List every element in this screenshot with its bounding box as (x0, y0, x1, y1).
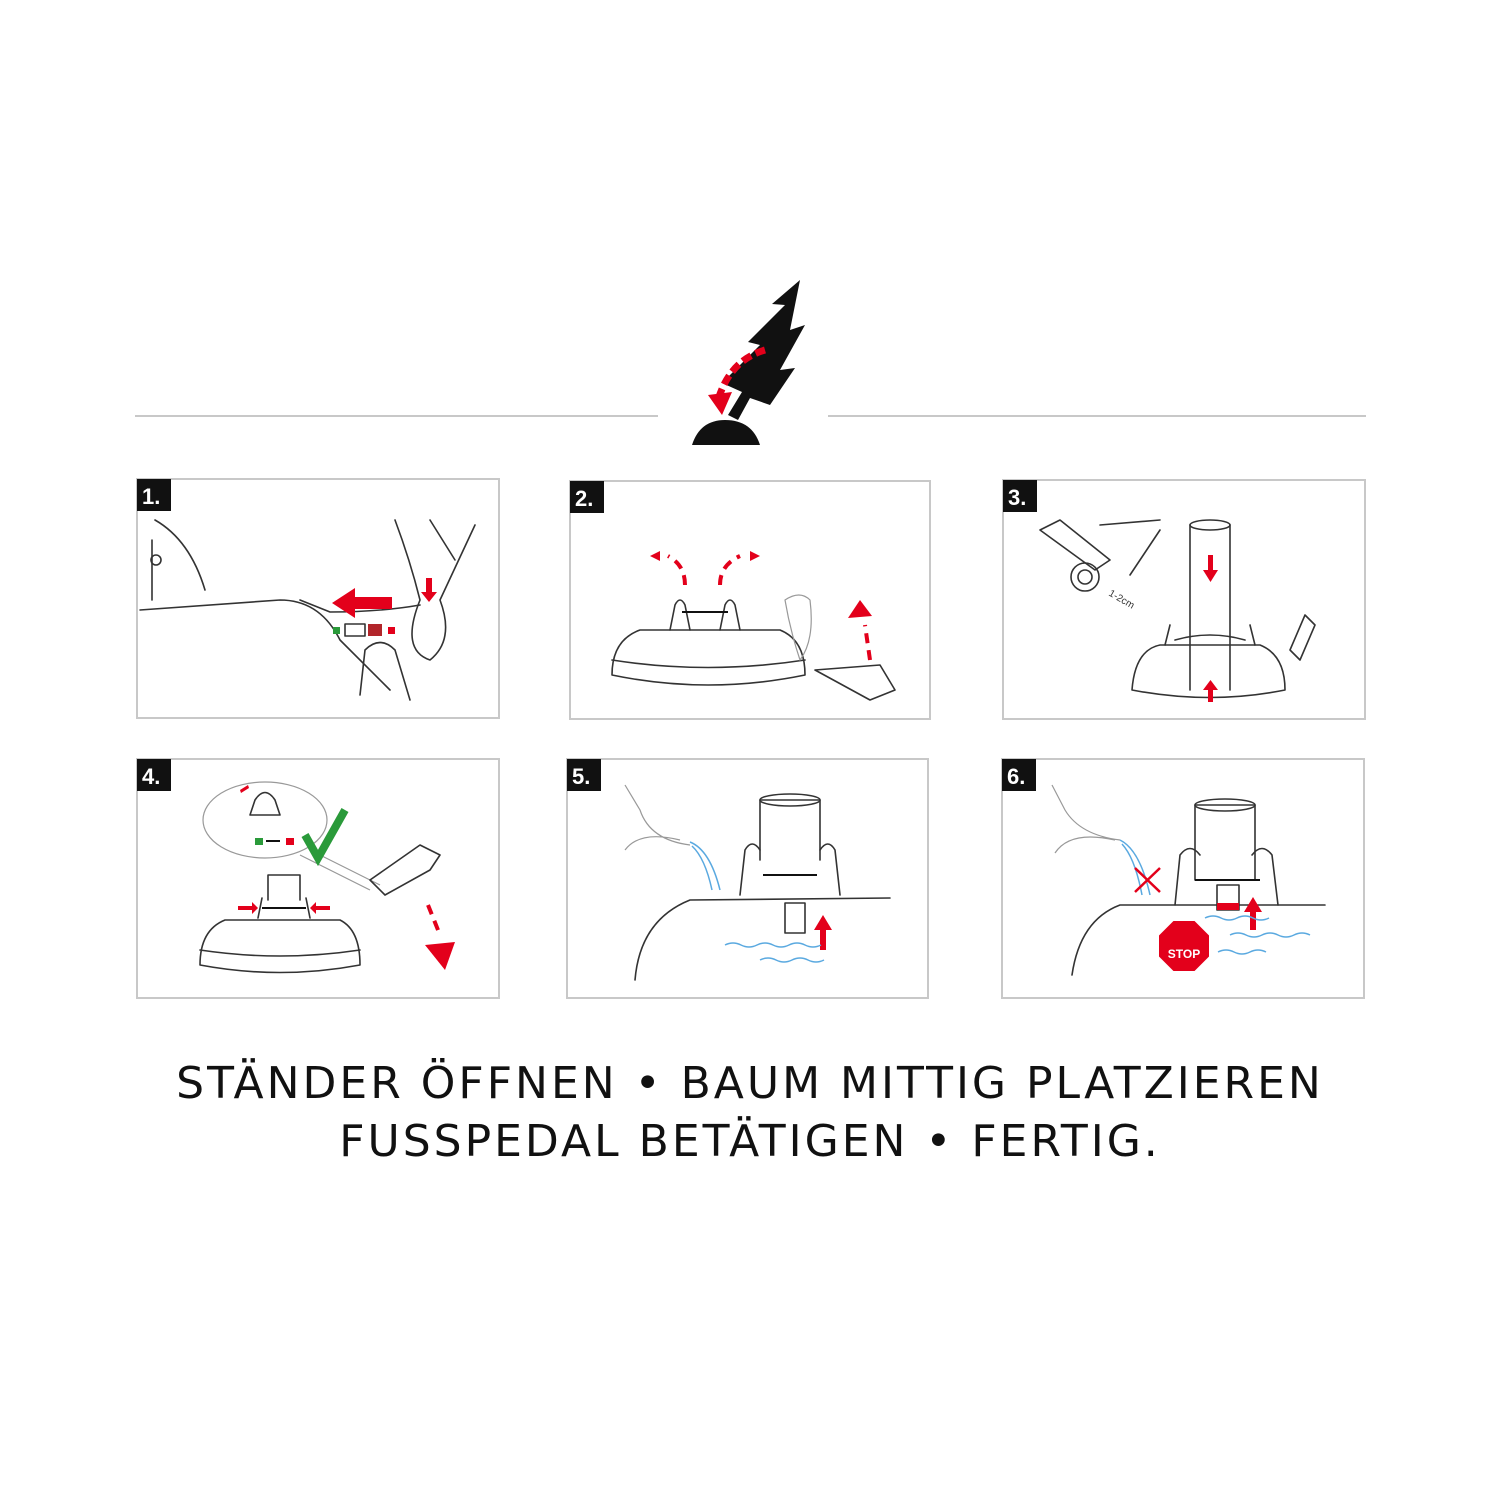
watering-can-icon (624, 784, 691, 851)
arrow-up-icon (1244, 897, 1262, 930)
step-number: 4. (142, 764, 160, 789)
step-number: 3. (1008, 485, 1026, 510)
watering-can-icon (1051, 784, 1121, 854)
foot-outline (369, 844, 441, 896)
step-number: 1. (142, 484, 160, 509)
tree-trunk-outline (1189, 524, 1231, 691)
clamp-jaws-outline (669, 599, 741, 631)
trunk-and-clamp-outline (257, 874, 311, 919)
arrow-left-icon (332, 588, 392, 618)
step-number-badge (570, 481, 604, 513)
arrow-up-icon (1203, 680, 1218, 702)
stand-base-shape (692, 420, 760, 445)
trunk-slice-icon (1070, 562, 1100, 592)
saw-icon (1039, 519, 1161, 576)
trunk-top-outline (1189, 519, 1231, 531)
step-2-panel: 2. (569, 480, 931, 720)
checkmark-icon (301, 808, 349, 867)
panel-frame (569, 480, 931, 720)
step-number-badge (137, 759, 171, 791)
cross-icon (1134, 867, 1161, 893)
water-stream (1119, 839, 1151, 896)
locked-icon (286, 838, 294, 845)
step-3-panel: 3. 1-2cm (1002, 479, 1366, 720)
step-number-badge (1003, 480, 1037, 512)
stand-base-outline (634, 897, 891, 981)
stand-base-outline (611, 629, 806, 686)
arrow-down-dashed-shaft (426, 904, 442, 936)
step-number: 5. (572, 764, 590, 789)
panel-frame (1002, 479, 1366, 720)
stand-base-outline (199, 919, 361, 974)
clamp-outline (1174, 847, 1279, 906)
thumb-outline (359, 641, 411, 701)
locked-icon (388, 627, 395, 634)
arrow-up-icon (814, 915, 832, 950)
step-number: 2. (575, 486, 593, 511)
step-6-panel: 6. STOP (1001, 758, 1365, 999)
water-waves (724, 942, 825, 963)
pedal-lever-ghost (784, 594, 812, 662)
clamp-outline (739, 843, 841, 896)
foot-pedal-outline (814, 664, 896, 701)
hand-outline (394, 519, 476, 661)
sound-mark-icon (240, 785, 249, 793)
stop-sign-octagon (1157, 919, 1211, 973)
tree-trunk-outline (759, 799, 821, 861)
trunk-top-outline (1194, 798, 1256, 812)
arrow-down-icon (421, 578, 437, 602)
detail-callout-bubble (202, 781, 328, 859)
screw-icon (150, 554, 162, 566)
bell-icon (249, 791, 281, 816)
water-stream (689, 841, 721, 891)
step-1-panel: 1. (136, 478, 500, 719)
float-full-marker (1217, 903, 1239, 910)
lock-slider-track (344, 623, 366, 637)
panel-frame (136, 478, 500, 719)
lock-slider-knob (368, 624, 382, 636)
stand-base-outline (1071, 904, 1326, 976)
water-waves (1204, 915, 1311, 955)
foot-pedal-outline (1289, 614, 1316, 661)
curved-arrow-shaft (714, 346, 767, 402)
caption-line-2: FUSSPEDAL BETÄTIGEN • FERTIG. (339, 1116, 1161, 1167)
stop-sign-label: STOP (1168, 947, 1200, 961)
step-number-badge (567, 759, 601, 791)
step-5-panel: 5. (566, 758, 929, 999)
caption-line-1: STÄNDER ÖFFNEN • BAUM MITTIG PLATZIEREN (176, 1058, 1324, 1109)
tree-trunk-outline (1194, 804, 1256, 881)
step-number-badge (137, 479, 171, 511)
stand-base-outline (1131, 644, 1286, 699)
step-4-panel: 4. (136, 758, 500, 999)
step-number-badge (1002, 759, 1036, 791)
open-arrows-icon (666, 554, 741, 586)
arrow-down-icon (1203, 555, 1218, 582)
water-level-float (784, 902, 806, 934)
unlocked-icon (333, 627, 340, 634)
arrow-up-icon (848, 600, 872, 618)
curved-arrow-head (708, 392, 732, 415)
panel-frame (566, 758, 929, 999)
clamp-outline (1164, 624, 1256, 646)
step-number: 6. (1007, 764, 1025, 789)
tree-stand-logo-icon (692, 280, 805, 445)
unlocked-icon (255, 838, 263, 845)
stand-lever-outline (139, 519, 421, 691)
trunk-top-outline (759, 793, 821, 807)
arrow-up-dashed-shaft (863, 624, 872, 661)
trunk-slice-ring (1077, 569, 1093, 585)
clamp-inward-arrows-icon (238, 902, 330, 914)
arrow-down-icon (425, 942, 455, 970)
stop-sign-icon: STOP (1157, 919, 1211, 973)
